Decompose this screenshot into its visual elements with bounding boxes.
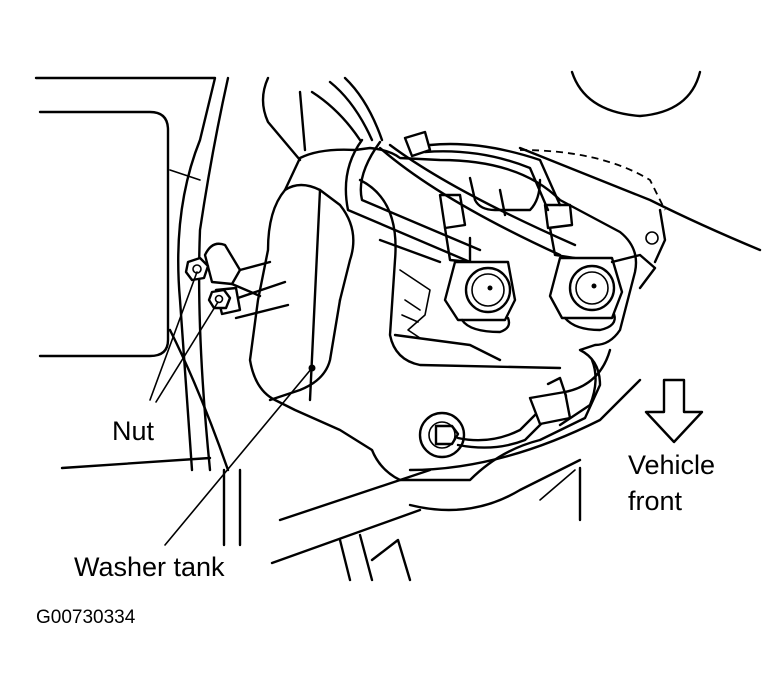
- washer-tank: [248, 146, 638, 482]
- washer-tank-label: Washer tank: [74, 552, 225, 582]
- level-sensor: [418, 348, 612, 459]
- down-arrow-outline-icon: [644, 378, 704, 444]
- nut-leader-line-lower: [155, 301, 219, 403]
- nut-lower: [207, 288, 232, 310]
- nut-upper: [184, 256, 210, 282]
- washer-hoses: [310, 76, 577, 264]
- engine-bay-structure: [261, 70, 762, 582]
- nut-leader-line-upper: [149, 271, 198, 401]
- leader-lines: [149, 271, 313, 546]
- washer-pump-left: [438, 193, 517, 334]
- nut-label: Nut: [112, 416, 155, 446]
- washer-pump-right: [543, 203, 657, 332]
- washer-tank-leader-line: [164, 367, 313, 546]
- body-panel-left: [34, 76, 242, 547]
- figure-code: G00730334: [36, 607, 136, 628]
- vehicle-front-label-line2: front: [628, 486, 683, 516]
- vehicle-front-label-line1: Vehicle: [628, 450, 715, 480]
